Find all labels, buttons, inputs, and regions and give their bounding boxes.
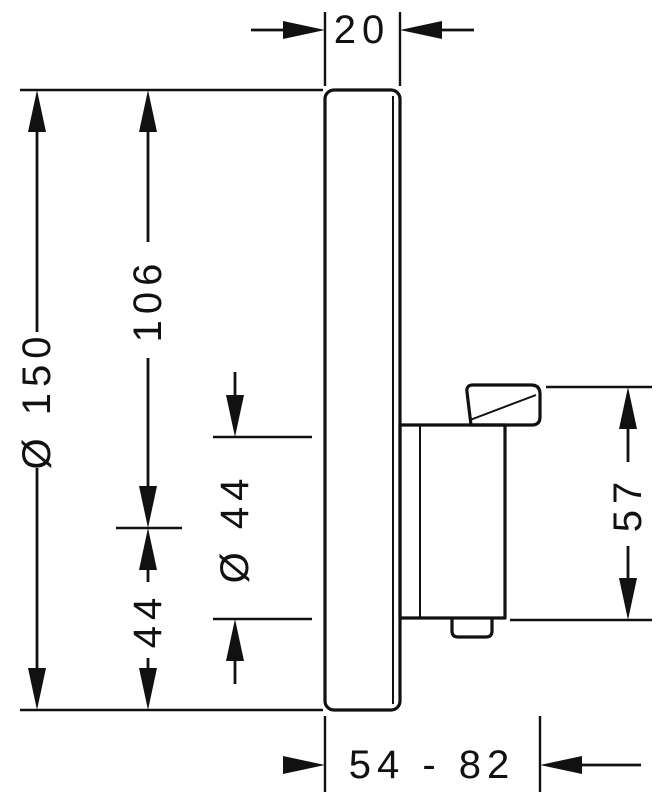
dim-installation-depth: 54 - 82 (283, 716, 641, 792)
arrowhead-right (283, 21, 325, 39)
fixture (323, 88, 542, 712)
arrowhead-down (226, 395, 244, 437)
arrowhead-right (283, 756, 325, 774)
dim-handle-sleeve-diameter: Ø 44 (213, 372, 312, 684)
handle-bottom-tab (450, 618, 494, 639)
handle-grip (465, 383, 542, 427)
arrowhead-down (139, 486, 157, 528)
arrowhead-down (619, 578, 637, 620)
label-top-to-handle-center: 106 (126, 258, 170, 343)
arrowhead-up (139, 90, 157, 132)
escutcheon-plate (323, 88, 402, 712)
label-handle-sleeve-diameter: Ø 44 (213, 473, 257, 584)
handle-grip-edge-line (469, 394, 537, 421)
dim-plate-size: Ø 150 (15, 88, 323, 712)
label-plate-size: Ø 150 (15, 331, 59, 470)
label-installation-depth-range: 54 - 82 (349, 743, 516, 787)
arrowhead-up (226, 619, 244, 661)
handle-body (398, 423, 507, 620)
label-handle-center-to-bottom: 44 (126, 592, 170, 649)
arrowhead-up (139, 528, 157, 570)
label-handle-height: 57 (606, 476, 650, 533)
label-plate-thickness: 20 (334, 8, 391, 52)
arrowhead-down (139, 668, 157, 710)
dim-plate-thickness: 20 (251, 8, 474, 86)
arrowhead-left (400, 21, 442, 39)
arrowhead-left (540, 756, 582, 774)
arrowhead-up (619, 387, 637, 429)
dim-106-44-chain: 106 44 (116, 90, 182, 710)
arrowhead-up (28, 90, 46, 132)
dim-handle-height: 57 (510, 385, 652, 622)
arrowhead-down (28, 668, 46, 710)
